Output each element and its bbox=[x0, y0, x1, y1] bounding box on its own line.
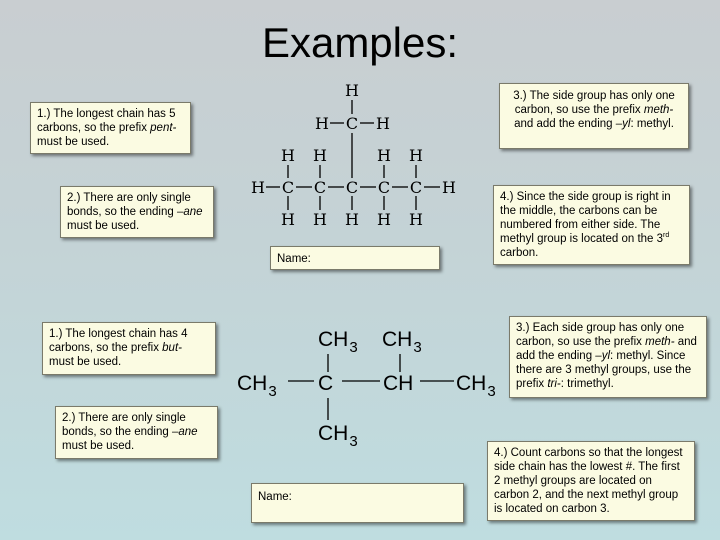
name-label: Name: bbox=[258, 491, 292, 503]
name-label: Name: bbox=[277, 253, 311, 265]
atom-h: H bbox=[251, 178, 265, 197]
atom-h: H bbox=[409, 210, 423, 229]
note-ex2-longest-chain: 1.) The longest chain has 4 carbons, so … bbox=[42, 322, 216, 375]
atom-h: H bbox=[281, 146, 295, 165]
group-ch3: CH3 bbox=[318, 422, 358, 450]
note-ex1-numbering: 4.) Since the side group is right in the… bbox=[493, 185, 690, 265]
group-ch3: CH3 bbox=[237, 372, 277, 400]
atom-h: H bbox=[313, 146, 327, 165]
atom-c: C bbox=[318, 372, 333, 395]
atom-h: H bbox=[376, 114, 390, 133]
note-ex2-side-groups: 3.) Each side group has only one carbon,… bbox=[509, 316, 707, 398]
atom-h: H bbox=[377, 210, 391, 229]
atom-h: H bbox=[345, 210, 359, 229]
group-ch: CH bbox=[383, 372, 413, 395]
note-ex2-counting: 4.) Count carbons so that the longest si… bbox=[487, 441, 695, 521]
note-ex1-side-group: 3.) The side group has only one carbon, … bbox=[499, 83, 689, 149]
name-field-ex2[interactable]: Name: bbox=[251, 483, 464, 523]
group-ch3: CH3 bbox=[456, 372, 496, 400]
atom-c: C bbox=[346, 178, 358, 197]
atom-c: C bbox=[346, 114, 358, 133]
atom-c: C bbox=[282, 178, 294, 197]
note-ex1-single-bonds: 2.) There are only single bonds, so the … bbox=[60, 186, 214, 238]
atom-h: H bbox=[313, 210, 327, 229]
bonds bbox=[266, 100, 440, 210]
name-field-ex1[interactable]: Name: bbox=[270, 246, 440, 270]
atom-c: C bbox=[314, 178, 326, 197]
group-ch3: CH3 bbox=[318, 328, 358, 356]
atom-h: H bbox=[281, 210, 295, 229]
note-ex2-single-bonds: 2.) There are only single bonds, so the … bbox=[55, 406, 218, 459]
slide-title: Examples: bbox=[261, 19, 459, 66]
bonds bbox=[288, 354, 454, 420]
atom-h: H bbox=[442, 178, 456, 197]
atom-h: H bbox=[315, 114, 329, 133]
atom-h: H bbox=[409, 146, 423, 165]
atom-c: C bbox=[410, 178, 422, 197]
atom-h: H bbox=[377, 146, 391, 165]
group-ch3: CH3 bbox=[382, 328, 422, 356]
note-ex1-longest-chain: 1.) The longest chain has 5 carbons, so … bbox=[30, 102, 191, 154]
atom-h: H bbox=[345, 81, 359, 100]
atom-c: C bbox=[378, 178, 390, 197]
